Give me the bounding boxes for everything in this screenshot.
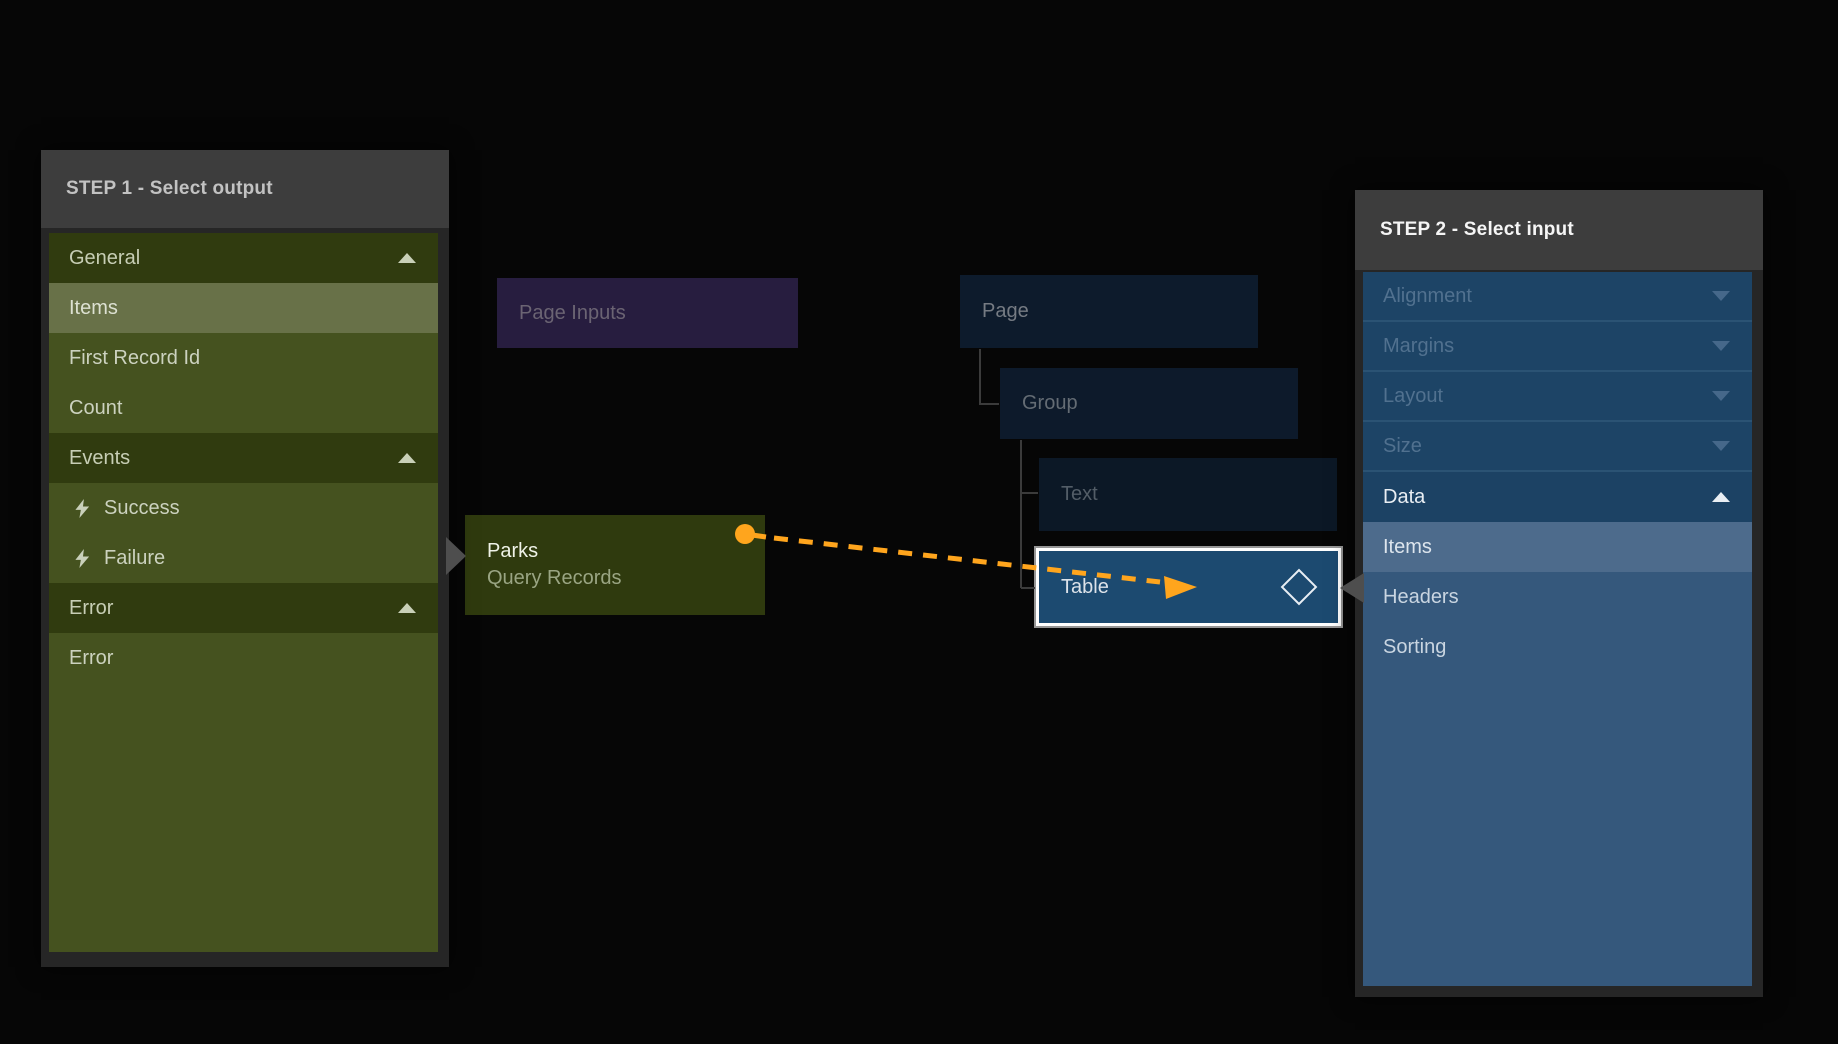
row-label: General — [69, 246, 141, 269]
node-page[interactable]: Page — [960, 275, 1258, 348]
output-row-success[interactable]: Success — [49, 483, 438, 533]
output-row-error[interactable]: Error — [49, 633, 438, 683]
row-label: First Record Id — [69, 346, 201, 369]
input-row-items-selected[interactable]: Items — [1363, 522, 1752, 572]
chevron-down-icon — [1712, 341, 1730, 351]
row-label: Count — [69, 396, 123, 419]
chevron-up-icon — [398, 253, 416, 263]
step1-panel-header: STEP 1 - Select output — [41, 150, 449, 228]
lightning-bolt-icon — [75, 498, 90, 518]
lightning-bolt-icon — [75, 548, 90, 568]
node-label: Text — [1061, 483, 1098, 505]
step1-output-panel: STEP 1 - Select output General Items Fir… — [41, 150, 449, 967]
tree-connector-page-group — [979, 349, 999, 405]
node-parks-query-records[interactable]: Parks Query Records — [465, 515, 765, 615]
chevron-down-icon — [1712, 441, 1730, 451]
output-section-general[interactable]: General — [49, 233, 438, 283]
row-label: Success — [104, 496, 180, 519]
node-label: Group — [1022, 392, 1078, 414]
input-section-data[interactable]: Data — [1363, 472, 1752, 522]
node-group[interactable]: Group — [1000, 368, 1298, 439]
step1-title: STEP 1 - Select output — [66, 178, 273, 199]
node-subtitle: Query Records — [487, 567, 622, 589]
step2-input-panel: STEP 2 - Select input Alignment Margins … — [1355, 190, 1763, 997]
node-text[interactable]: Text — [1039, 458, 1337, 531]
row-label: Error — [69, 646, 114, 669]
node-table-selected[interactable]: Table — [1036, 548, 1341, 626]
row-label: Sorting — [1383, 635, 1447, 658]
output-row-failure[interactable]: Failure — [49, 533, 438, 583]
node-page-inputs[interactable]: Page Inputs — [497, 278, 798, 348]
row-label: Items — [69, 296, 118, 319]
step2-title: STEP 2 - Select input — [1380, 219, 1574, 240]
node-title: Parks — [487, 540, 539, 562]
row-label: Headers — [1383, 585, 1459, 608]
row-label: Layout — [1383, 384, 1444, 407]
node-label: Page — [982, 300, 1029, 322]
connection-drag-handle-dot[interactable] — [735, 524, 755, 544]
input-section-margins[interactable]: Margins — [1363, 322, 1752, 372]
row-label: Error — [69, 596, 114, 619]
output-section-error[interactable]: Error — [49, 583, 438, 633]
step2-input-list: Alignment Margins Layout Size Data Items — [1363, 272, 1752, 986]
step1-output-list: General Items First Record Id Count Even… — [49, 233, 438, 952]
row-label: Data — [1383, 485, 1426, 508]
input-section-size[interactable]: Size — [1363, 422, 1752, 472]
diamond-icon — [1280, 568, 1318, 606]
output-section-events[interactable]: Events — [49, 433, 438, 483]
input-section-layout[interactable]: Layout — [1363, 372, 1752, 422]
chevron-down-icon — [1712, 291, 1730, 301]
row-label: Failure — [104, 546, 166, 569]
row-label: Size — [1383, 434, 1422, 457]
row-label: Events — [69, 446, 131, 469]
chevron-down-icon — [1712, 391, 1730, 401]
output-row-items-selected[interactable]: Items — [49, 283, 438, 333]
chevron-up-icon — [1712, 492, 1730, 502]
row-label: Alignment — [1383, 284, 1472, 307]
input-row-sorting[interactable]: Sorting — [1363, 622, 1752, 672]
row-label: Margins — [1383, 334, 1455, 357]
step2-panel-header: STEP 2 - Select input — [1355, 190, 1763, 270]
row-label: Items — [1383, 535, 1432, 558]
output-row-count[interactable]: Count — [49, 383, 438, 433]
chevron-up-icon — [398, 603, 416, 613]
left-panel-tail-pointer — [446, 537, 466, 575]
node-label: Table — [1061, 575, 1109, 598]
input-row-headers[interactable]: Headers — [1363, 572, 1752, 622]
chevron-up-icon — [398, 453, 416, 463]
output-row-first-record-id[interactable]: First Record Id — [49, 333, 438, 383]
input-section-alignment[interactable]: Alignment — [1363, 272, 1752, 322]
node-label: Page Inputs — [519, 301, 626, 324]
